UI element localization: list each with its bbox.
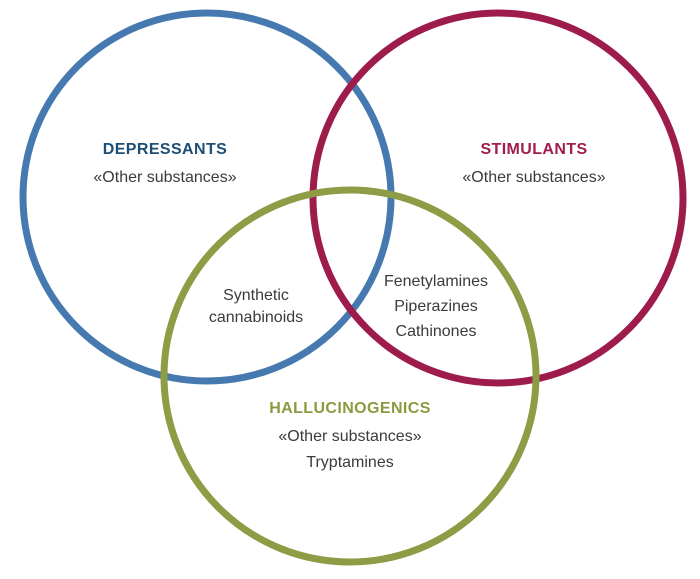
hallucinogenics-item: «Other substances» xyxy=(278,428,422,445)
overlap-item: Fenetylamines xyxy=(383,273,489,290)
hallucinogenics-items: «Other substances» Tryptamines xyxy=(269,424,431,476)
stimulants-item: «Other substances» xyxy=(462,169,606,186)
depressants-title: DEPRESSANTS xyxy=(102,141,228,158)
stimulants-label-block: STIMULANTS «Other substances» xyxy=(462,140,605,188)
stimulants-title: STIMULANTS xyxy=(480,141,588,158)
depressants-label-block: DEPRESSANTS «Other substances» xyxy=(93,140,236,188)
overlap-stimulants-hallucinogenics: Fenetylamines Piperazines Cathinones xyxy=(384,269,488,344)
overlap-item: Piperazines xyxy=(394,298,478,315)
overlap-line: Synthetic xyxy=(223,287,289,304)
hallucinogenics-label-block: HALLUCINOGENICS «Other substances» Trypt… xyxy=(269,399,431,476)
hallucinogenics-item: Tryptamines xyxy=(306,454,394,471)
overlap-depressants-hallucinogenics: Synthetic cannabinoids xyxy=(209,285,303,329)
hallucinogenics-title: HALLUCINOGENICS xyxy=(269,400,431,417)
depressants-circle xyxy=(19,9,395,385)
stimulants-circle xyxy=(309,9,687,387)
overlap-item: Cathinones xyxy=(395,323,477,340)
overlap-line: cannabinoids xyxy=(208,309,304,326)
hallucinogenics-circle xyxy=(160,186,540,566)
depressants-item: «Other substances» xyxy=(93,169,237,186)
